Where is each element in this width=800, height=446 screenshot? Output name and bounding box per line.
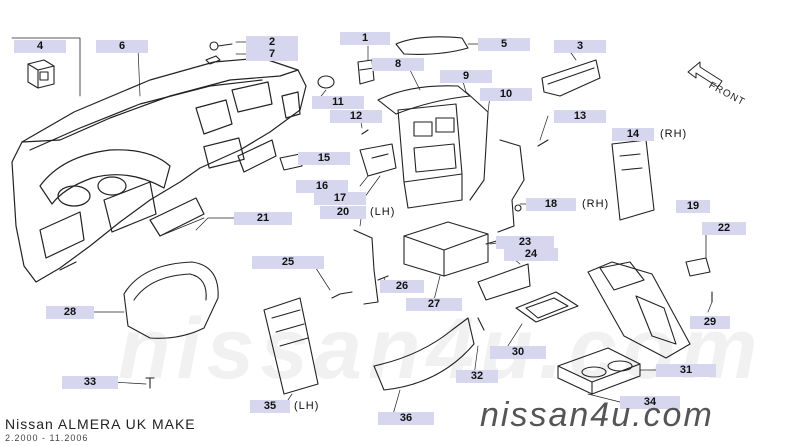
lh-note-35: (LH) xyxy=(294,400,320,412)
part3-trim xyxy=(541,59,601,97)
front-arrow-icon xyxy=(687,61,723,88)
part16-bracket xyxy=(359,143,397,177)
part32-clip xyxy=(477,317,485,331)
dashboard-main xyxy=(11,57,307,283)
part-label-6: 6 xyxy=(96,40,148,53)
part-label-9: 9 xyxy=(440,70,492,83)
part-label-20: 20 xyxy=(320,206,366,219)
part-label-18: 18 xyxy=(526,198,576,211)
part4-frame xyxy=(11,37,81,97)
part-label-2: 2 xyxy=(246,36,298,49)
part-label-10: 10 xyxy=(480,88,532,101)
part1-clip xyxy=(357,59,375,85)
part27-box xyxy=(403,221,489,277)
model-title: Nissan ALMERA UK MAKE xyxy=(5,416,196,432)
part-label-8: 8 xyxy=(372,58,424,71)
part-label-36: 36 xyxy=(378,412,434,425)
part-label-31: 31 xyxy=(656,364,716,377)
part-label-27: 27 xyxy=(406,298,462,311)
part-label-24: 24 xyxy=(504,248,558,261)
part-label-35: 35 xyxy=(250,400,290,413)
part15-bracket xyxy=(279,153,303,171)
rh-note-18: (RH) xyxy=(582,198,610,210)
leader-lines xyxy=(87,41,713,419)
part11-disc xyxy=(317,75,335,89)
part-label-25: 25 xyxy=(252,256,324,269)
part30-tray xyxy=(515,291,579,323)
part-label-12: 12 xyxy=(330,110,382,123)
part-label-11: 11 xyxy=(312,96,364,109)
part-label-3: 3 xyxy=(554,40,606,53)
part33-screw xyxy=(145,377,155,389)
part5-pad xyxy=(395,36,469,55)
part-label-17: 17 xyxy=(314,192,366,205)
part-label-14: 14 xyxy=(612,128,654,141)
site-brand: nissan4u.com xyxy=(480,396,714,434)
part-label-33: 33 xyxy=(62,376,118,389)
part7-bolt xyxy=(205,55,221,65)
part-label-7: 7 xyxy=(246,48,298,61)
part-label-19: 19 xyxy=(676,200,710,213)
part2-clip xyxy=(209,41,233,51)
part22-switch xyxy=(685,257,711,277)
part-label-21: 21 xyxy=(234,212,292,225)
part-label-22: 22 xyxy=(702,222,746,235)
part-label-16: 16 xyxy=(296,180,348,193)
part-label-34: 34 xyxy=(620,396,680,409)
part31-cupholder xyxy=(557,347,641,395)
part20-bracket xyxy=(353,229,379,305)
part14-lid xyxy=(611,139,655,221)
part-label-26: 26 xyxy=(380,280,424,293)
part-label-28: 28 xyxy=(46,306,94,319)
part13-screw xyxy=(537,139,549,147)
part28-hood xyxy=(123,261,219,339)
watermark: nissan4u.com xyxy=(118,301,764,397)
part-label-1: 1 xyxy=(340,32,390,45)
part-label-23: 23 xyxy=(496,236,554,249)
part12-screw xyxy=(361,129,369,135)
part-label-4: 4 xyxy=(14,40,66,53)
part9-trim xyxy=(465,91,489,201)
part24-trim xyxy=(477,263,531,301)
part-label-29: 29 xyxy=(690,316,730,329)
part-label-30: 30 xyxy=(490,346,546,359)
part-label-5: 5 xyxy=(478,38,530,51)
part35-panel xyxy=(263,297,319,395)
part36-cover xyxy=(373,317,475,391)
part25-screw xyxy=(331,291,353,299)
part10-bracket xyxy=(497,139,525,233)
centre-console xyxy=(587,261,691,359)
rh-note-14: (RH) xyxy=(660,128,688,140)
production-dates: 2.2000 - 11.2006 xyxy=(5,433,89,443)
part8-fascia xyxy=(377,85,471,209)
part-label-15: 15 xyxy=(298,152,350,165)
part4-clip xyxy=(27,59,55,89)
part26-screw xyxy=(377,275,389,281)
part-label-32: 32 xyxy=(456,370,498,383)
lh-note-20: (LH) xyxy=(370,206,396,218)
part-label-13: 13 xyxy=(554,110,606,123)
